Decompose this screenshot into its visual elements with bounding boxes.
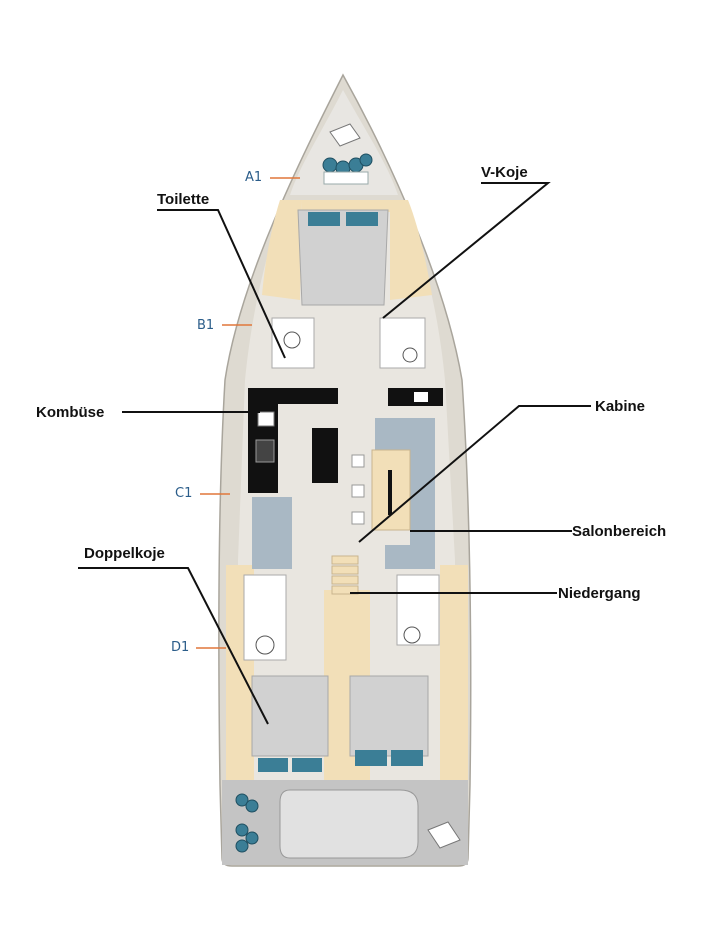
label-niedergang: Niedergang [558, 585, 641, 602]
stern-winch-icon [427, 821, 461, 849]
leader-lines [78, 182, 591, 725]
section-ticks [196, 177, 300, 649]
section-d1: D1 [171, 640, 189, 655]
salon-stools-icon [351, 454, 365, 525]
aft-toilet-icon-right [403, 626, 421, 644]
bow-fenders-icon [322, 153, 373, 185]
galley-stove-icon [255, 439, 275, 463]
toilet-bowl-icon [283, 331, 301, 349]
aft-berth-right [349, 675, 429, 757]
aft-pillows-icon [258, 750, 423, 772]
label-toilette: Toilette [157, 191, 209, 208]
forward-heads-right [379, 317, 426, 369]
label-doppelkoje: Doppelkoje [84, 545, 165, 562]
v-berth-bed [297, 209, 389, 306]
companionway-stairs [331, 555, 359, 595]
dinghy-icon [279, 789, 419, 859]
label-kombuese: Kombüse [36, 404, 104, 421]
label-v-koje: V-Koje [481, 164, 528, 181]
galley-sink-icon [257, 411, 275, 427]
toilet-bowl-icon-right [402, 347, 418, 363]
salon-table-divider [388, 470, 392, 515]
label-salonbereich: Salonbereich [572, 523, 666, 540]
salon-sofa-lower [385, 545, 435, 569]
label-kabine: Kabine [595, 398, 645, 415]
galley-sofa [252, 497, 292, 569]
section-a1: A1 [245, 170, 262, 185]
bow-winch-icon [329, 123, 361, 147]
stern-fenders-icon [235, 793, 259, 853]
aft-toilet-icon-left [255, 635, 275, 655]
section-c1: C1 [175, 486, 192, 501]
chart-seat [414, 392, 428, 402]
v-berth-pillows-icon [308, 212, 378, 226]
section-b1: B1 [197, 318, 214, 333]
